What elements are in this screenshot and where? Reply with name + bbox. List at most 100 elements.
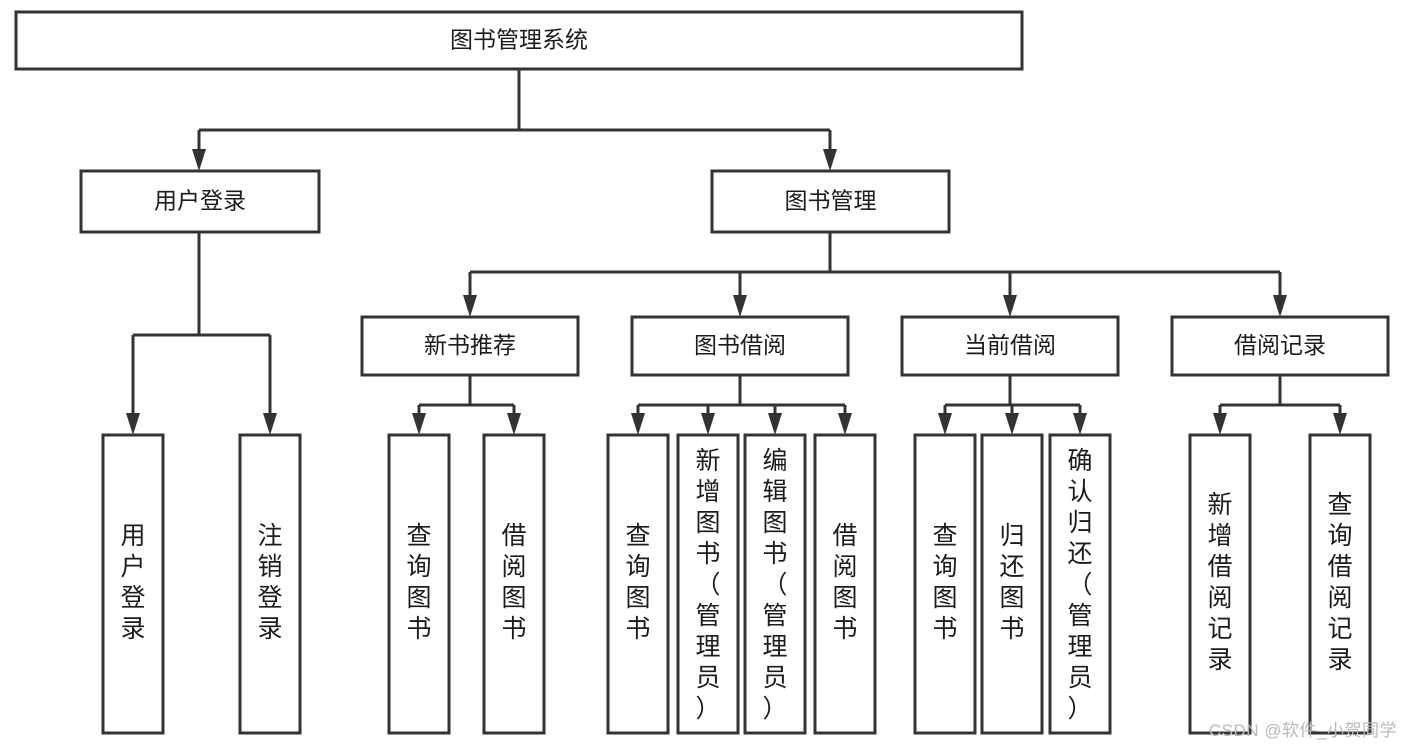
node-label-leaf-return-book-char-1: 还 bbox=[999, 553, 1024, 581]
node-label-leaf-add-book-char-6: 理 bbox=[695, 633, 720, 661]
node-label-leaf-edit-book-char-5: 管 bbox=[762, 602, 787, 630]
node-label-leaf-user-logout-char-3: 录 bbox=[257, 615, 282, 643]
node-label-leaf-return-book-char-2: 图 bbox=[999, 584, 1024, 612]
node-box-leaf-borrow-book[interactable] bbox=[813, 433, 877, 735]
node-current-borrow[interactable]: 当前借阅 bbox=[900, 315, 1120, 377]
node-label-current-borrow: 当前借阅 bbox=[964, 332, 1056, 358]
node-box-current-borrow[interactable] bbox=[900, 315, 1120, 377]
node-book-borrow[interactable]: 图书借阅 bbox=[630, 315, 850, 377]
node-new-book-rec[interactable]: 新书推荐 bbox=[360, 315, 580, 377]
node-label-leaf-query-record-char-4: 记 bbox=[1327, 615, 1352, 643]
node-label-leaf-borrow-book-char-0: 借 bbox=[832, 522, 857, 550]
arrow-head-icon bbox=[631, 413, 645, 435]
node-box-leaf-borrow-book-rec[interactable] bbox=[482, 433, 546, 735]
node-label-leaf-borrow-book-rec-char-1: 阅 bbox=[501, 553, 526, 581]
node-label-leaf-edit-book-char-6: 理 bbox=[762, 633, 787, 661]
node-label-leaf-user-login-char-0: 用 bbox=[120, 522, 145, 550]
node-label-leaf-query-book-rec-char-3: 书 bbox=[406, 615, 431, 643]
node-label-leaf-user-login-char-3: 录 bbox=[120, 615, 145, 643]
arrow-head-icon bbox=[701, 413, 715, 435]
node-label-leaf-add-book-char-5: 管 bbox=[695, 602, 720, 630]
node-label-leaf-query-book-borrow-char-2: 图 bbox=[625, 584, 650, 612]
node-label-leaf-edit-book-char-4: （ bbox=[762, 571, 787, 599]
node-label-leaf-return-book-char-3: 书 bbox=[999, 615, 1024, 643]
node-label-leaf-query-book-rec-char-2: 图 bbox=[406, 584, 431, 612]
node-label-leaf-edit-book-char-3: 书 bbox=[762, 540, 787, 568]
arrow-head-icon bbox=[733, 295, 747, 317]
node-label-leaf-query-record-char-1: 询 bbox=[1327, 522, 1352, 550]
node-label-leaf-return-book-char-0: 归 bbox=[999, 522, 1024, 550]
node-label-leaf-confirm-return-char-5: 管 bbox=[1067, 602, 1092, 630]
arrow-head-icon bbox=[1213, 413, 1227, 435]
node-label-leaf-add-book-char-4: （ bbox=[695, 571, 720, 599]
node-box-leaf-query-book-current[interactable] bbox=[913, 433, 977, 735]
node-label-leaf-confirm-return-char-6: 理 bbox=[1067, 633, 1092, 661]
node-box-leaf-user-logout[interactable] bbox=[238, 433, 302, 735]
node-label-new-book-rec: 新书推荐 bbox=[424, 332, 516, 358]
node-box-book-manage[interactable] bbox=[710, 169, 951, 234]
node-label-leaf-add-record-char-4: 记 bbox=[1207, 615, 1232, 643]
node-label-leaf-user-logout-char-2: 登 bbox=[257, 584, 282, 612]
node-box-leaf-confirm-return[interactable] bbox=[1048, 433, 1112, 735]
node-label-leaf-confirm-return-char-3: 还 bbox=[1067, 540, 1092, 568]
node-box-leaf-return-book[interactable] bbox=[980, 433, 1044, 735]
node-label-leaf-borrow-book-rec-char-2: 图 bbox=[501, 584, 526, 612]
node-label-leaf-borrow-book-rec-char-0: 借 bbox=[501, 522, 526, 550]
node-user-login[interactable]: 用户登录 bbox=[79, 169, 321, 234]
node-leaf-user-login[interactable]: 用户登录 bbox=[101, 433, 165, 735]
node-label-leaf-add-record-char-2: 借 bbox=[1207, 553, 1232, 581]
node-box-leaf-add-record[interactable] bbox=[1188, 433, 1252, 735]
node-label-leaf-query-record-char-2: 借 bbox=[1327, 553, 1352, 581]
node-box-leaf-edit-book[interactable] bbox=[743, 433, 807, 735]
node-box-new-book-rec[interactable] bbox=[360, 315, 580, 377]
node-box-root[interactable] bbox=[14, 10, 1024, 71]
node-box-leaf-add-book[interactable] bbox=[676, 433, 740, 735]
node-label-leaf-confirm-return-char-1: 认 bbox=[1067, 478, 1092, 506]
arrow-head-icon bbox=[1003, 295, 1017, 317]
node-label-borrow-record: 借阅记录 bbox=[1234, 332, 1326, 358]
node-label-leaf-query-record-char-3: 阅 bbox=[1327, 584, 1352, 612]
node-label-leaf-user-logout-char-0: 注 bbox=[257, 522, 282, 550]
node-root[interactable]: 图书管理系统 bbox=[14, 10, 1024, 71]
node-box-leaf-query-record[interactable] bbox=[1308, 433, 1372, 735]
node-box-leaf-query-book-borrow[interactable] bbox=[606, 433, 670, 735]
arrow-head-icon bbox=[768, 413, 782, 435]
node-box-book-borrow[interactable] bbox=[630, 315, 850, 377]
node-box-user-login[interactable] bbox=[79, 169, 321, 234]
node-label-leaf-user-login-char-1: 户 bbox=[120, 553, 145, 581]
node-label-leaf-confirm-return-char-7: 员 bbox=[1067, 664, 1092, 692]
node-label-user-login: 用户登录 bbox=[154, 188, 246, 214]
node-label-leaf-edit-book-char-2: 图 bbox=[762, 509, 787, 537]
node-box-leaf-query-book-rec[interactable] bbox=[387, 433, 451, 735]
node-label-leaf-add-record-char-1: 增 bbox=[1207, 522, 1232, 550]
arrow-head-icon bbox=[1333, 413, 1347, 435]
node-label-leaf-query-record-char-5: 录 bbox=[1327, 646, 1352, 674]
node-label-leaf-user-login-char-2: 登 bbox=[120, 584, 145, 612]
node-book-manage[interactable]: 图书管理 bbox=[710, 169, 951, 234]
arrow-head-icon bbox=[507, 413, 521, 435]
arrow-head-icon bbox=[938, 413, 952, 435]
connector-layer bbox=[126, 69, 1347, 435]
node-box-borrow-record[interactable] bbox=[1170, 315, 1390, 377]
arrow-head-icon bbox=[192, 149, 206, 171]
node-label-leaf-add-book-char-3: 书 bbox=[695, 540, 720, 568]
arrow-head-icon bbox=[1273, 295, 1287, 317]
node-label-leaf-add-book-char-0: 新 bbox=[695, 447, 720, 475]
node-label-leaf-add-book-char-7: 员 bbox=[695, 664, 720, 692]
node-label-leaf-add-record-char-5: 录 bbox=[1207, 646, 1232, 674]
node-borrow-record[interactable]: 借阅记录 bbox=[1170, 315, 1390, 377]
node-label-leaf-confirm-return-char-4: （ bbox=[1067, 571, 1092, 599]
node-box-leaf-user-login[interactable] bbox=[101, 433, 165, 735]
